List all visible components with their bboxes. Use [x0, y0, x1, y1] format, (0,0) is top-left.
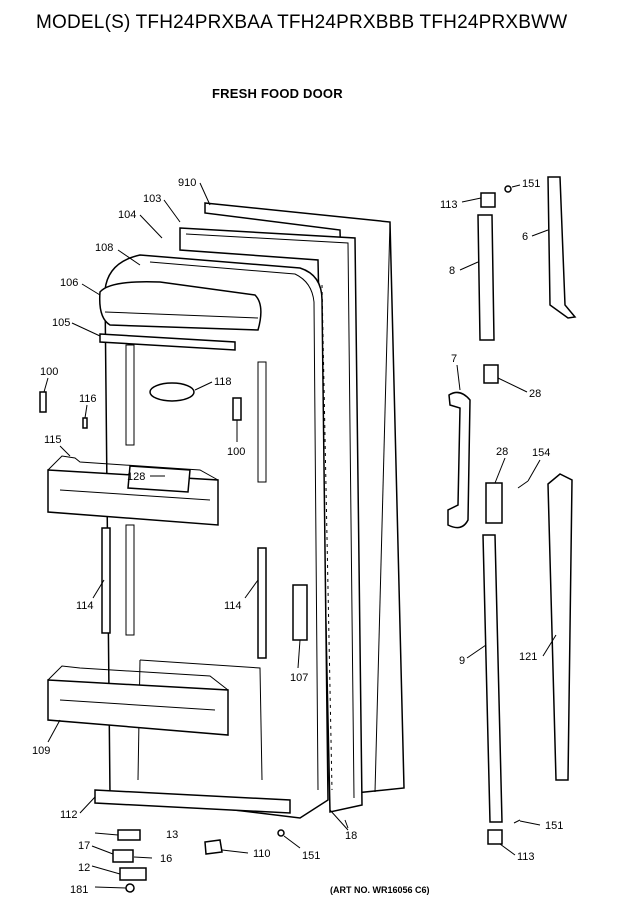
- handle-cap-bottom: [487, 829, 503, 845]
- screw-bottom: [277, 829, 285, 837]
- part-label-121: 121: [519, 651, 537, 663]
- handle-end-cap-lower: [485, 482, 503, 524]
- handle-cap-top: [480, 192, 496, 208]
- part-label-116: 116: [79, 393, 97, 405]
- handle-bar: [447, 391, 471, 529]
- part-label-100-right: 100: [227, 446, 245, 458]
- part-label-151-right: 151: [545, 820, 563, 832]
- model-title: MODEL(S) TFH24PRXBAA TFH24PRXBBB TFH24PR…: [36, 12, 568, 33]
- top-cover: [98, 280, 262, 331]
- handle-trim-lower: [547, 473, 573, 781]
- part-label-8: 8: [449, 265, 455, 277]
- part-label-7: 7: [451, 353, 457, 365]
- part-label-104: 104: [118, 209, 136, 221]
- part-label-128: 128: [127, 471, 145, 483]
- part-label-17: 17: [78, 840, 90, 852]
- screw: [125, 883, 135, 893]
- part-label-109: 109: [32, 745, 50, 757]
- liner-rail-left: [125, 344, 135, 636]
- art-number: (ART NO. WR16056 C6): [330, 885, 430, 895]
- shelf-rail-right: [257, 547, 267, 659]
- bracket-right: [232, 397, 242, 421]
- part-label-9: 9: [459, 655, 465, 667]
- part-label-12: 12: [78, 862, 90, 874]
- screw-top: [504, 185, 512, 193]
- section-title: FRESH FOOD DOOR: [212, 86, 343, 101]
- part-label-103: 103: [143, 193, 161, 205]
- shelf-rail-left: [101, 527, 111, 634]
- screw-mid: [517, 480, 529, 489]
- door-stop: [204, 839, 223, 855]
- part-label-105: 105: [52, 317, 70, 329]
- part-label-118: 118: [214, 376, 232, 388]
- part-label-6: 6: [522, 231, 528, 243]
- part-label-18: 18: [345, 830, 357, 842]
- hinge-pin-block: [112, 849, 134, 863]
- part-label-110: 110: [253, 848, 271, 860]
- leader-lines: [43, 182, 557, 889]
- center-bracket: [292, 584, 308, 641]
- part-label-910: 910: [178, 177, 196, 189]
- part-label-151-bottom: 151: [302, 850, 320, 862]
- handle-mount-upper: [477, 214, 495, 341]
- door-gasket: [179, 227, 363, 813]
- bracket-left: [39, 391, 47, 413]
- part-label-13: 13: [166, 829, 178, 841]
- trim-strip: [99, 333, 236, 351]
- handle-recess: [149, 382, 195, 402]
- screw-lower: [513, 819, 521, 824]
- shelf-divider: [127, 465, 191, 493]
- handle-mount-lower: [482, 534, 503, 823]
- part-label-100-left: 100: [40, 366, 58, 378]
- part-label-28-upper: 28: [529, 388, 541, 400]
- part-label-113-bottom: 113: [517, 851, 535, 863]
- part-label-112: 112: [60, 809, 78, 821]
- bottom-trim: [94, 789, 291, 814]
- pivot-pin: [329, 809, 349, 831]
- part-label-151-top: 151: [522, 178, 540, 190]
- handle-trim-upper: [547, 176, 577, 319]
- clip: [82, 417, 88, 429]
- handle-end-cap-upper: [483, 364, 499, 384]
- part-label-28-lower: 28: [496, 446, 508, 458]
- hinge-plate: [117, 829, 141, 841]
- part-label-115: 115: [44, 434, 62, 446]
- part-label-154: 154: [532, 447, 550, 459]
- part-label-181: 181: [70, 884, 88, 896]
- part-label-106: 106: [60, 277, 78, 289]
- hinge-spacer: [119, 867, 147, 881]
- part-label-114-left: 114: [76, 600, 94, 612]
- part-label-16: 16: [160, 853, 172, 865]
- part-label-114-right: 114: [224, 600, 242, 612]
- gasket-edge: [321, 284, 333, 791]
- part-label-108: 108: [95, 242, 113, 254]
- part-label-113-top: 113: [440, 199, 458, 211]
- lower-door-shelf: [47, 665, 229, 736]
- part-label-107: 107: [290, 672, 308, 684]
